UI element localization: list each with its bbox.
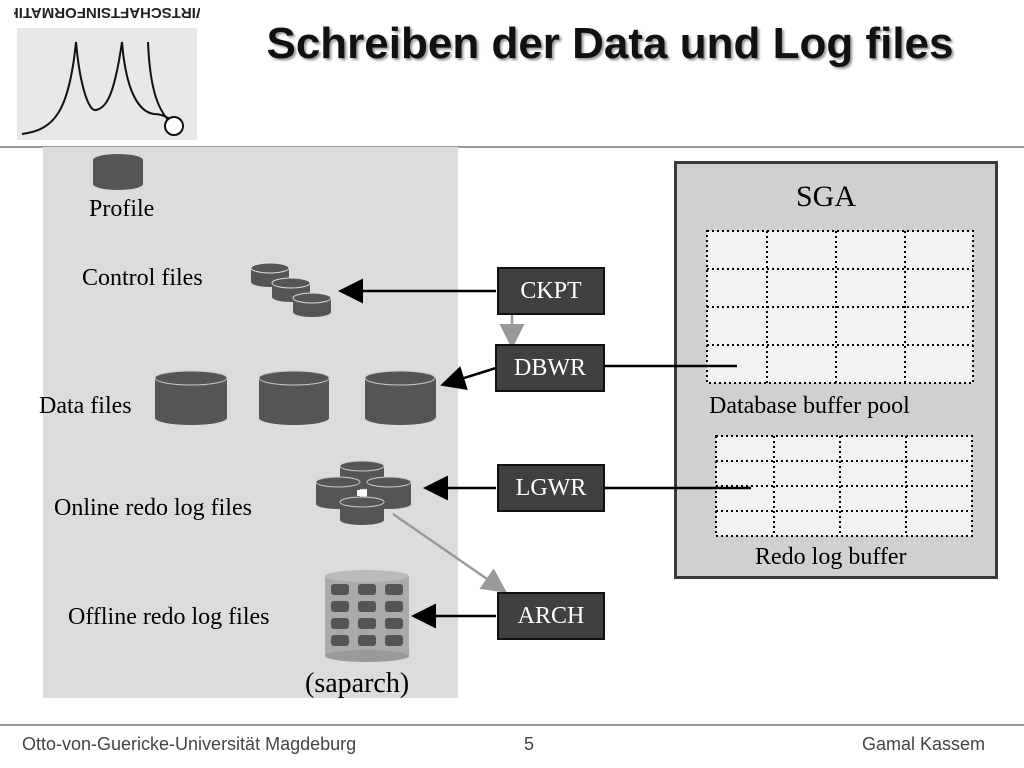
profile-disk-icon (93, 154, 143, 190)
buffer-pool-label: Database buffer pool (709, 393, 910, 419)
database-buffer-pool-grid (706, 230, 974, 384)
online-redo-to-arch-arrow (392, 512, 508, 593)
redo-log-buffer-grid (715, 435, 973, 537)
footer-author: Gamal Kassem (862, 734, 986, 754)
redo-buffer-label: Redo log buffer (755, 544, 907, 570)
control-files-label: Control files (82, 265, 203, 291)
data-files-label: Data files (39, 393, 132, 419)
footer-university: Otto-von-Guericke-Universität Magdeburg (22, 734, 357, 754)
control-files-disk-icon (250, 262, 332, 317)
dbwr-process-box: DBWR (495, 344, 605, 392)
online-redo-label: Online redo log files (54, 495, 252, 521)
page-title: Schreiben der Data und Log files (266, 19, 954, 68)
lgwr-process-box: LGWR (497, 464, 605, 512)
ckpt-process-box: CKPT (497, 267, 605, 315)
saparch-label: (saparch) (305, 668, 410, 699)
footer-divider (0, 724, 1024, 726)
header-divider (0, 146, 1024, 148)
university-logo: WIRTSCHAFTSINFORMATIK (14, 4, 200, 140)
data-files-disk-icon (154, 370, 436, 425)
dbwr-to-datafiles-arrow (440, 366, 497, 390)
offline-redo-archive-icon (325, 570, 409, 662)
online-redo-disk-icon (315, 460, 412, 525)
logo-wordmark: WIRTSCHAFTSINFORMATIK (14, 4, 200, 21)
sga-title: SGA (796, 180, 857, 213)
footer-page-number: 5 (524, 734, 535, 754)
offline-redo-label: Offline redo log files (68, 604, 270, 630)
profile-label: Profile (89, 196, 155, 222)
arch-process-box: ARCH (497, 592, 605, 640)
